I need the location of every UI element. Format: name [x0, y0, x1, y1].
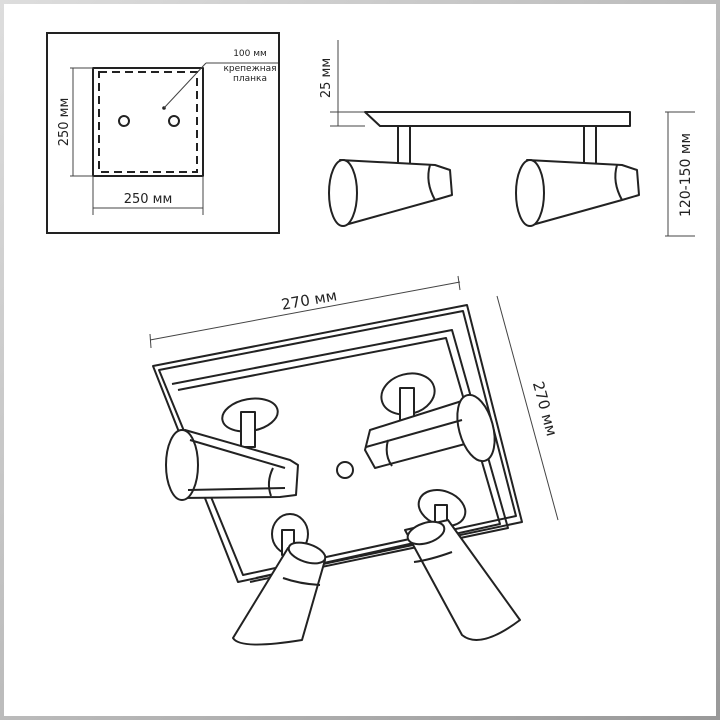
top-width-label: 250 мм [124, 192, 173, 207]
plate-thickness-label: 25 мм [319, 58, 334, 98]
spot-right [515, 159, 640, 227]
leader-line [163, 62, 207, 109]
spot-bottom-right [404, 489, 521, 641]
mount-hole-left [118, 115, 130, 127]
bracket-label-line2: планка [233, 74, 267, 84]
bracket-label-line1: крепежная [223, 64, 276, 74]
mounting-plate-outline [92, 67, 204, 177]
height-range-label: 120-150 мм [678, 133, 694, 217]
post-left [397, 125, 411, 167]
mount-hole-right [168, 115, 180, 127]
post-right [583, 125, 597, 167]
center-screw [336, 461, 354, 479]
bracket-outline [98, 71, 198, 173]
bracket-size-label: 100 мм [233, 49, 267, 59]
spot-top-right [364, 372, 496, 469]
spot-bottom-left [232, 513, 327, 646]
ceiling-plate [364, 111, 631, 127]
side-view: 25 мм 120-150 мм [319, 40, 695, 237]
top-height-label: 250 мм [57, 98, 72, 147]
spot-top-left [165, 397, 299, 501]
top-view: 250 мм 250 мм 100 мм крепежная планка [46, 32, 280, 234]
perspective-view: 270 мм 270 мм [149, 275, 561, 646]
spot-left [328, 159, 453, 227]
perspective-width-label: 270 мм [280, 286, 338, 313]
top-view-frame [46, 32, 280, 234]
